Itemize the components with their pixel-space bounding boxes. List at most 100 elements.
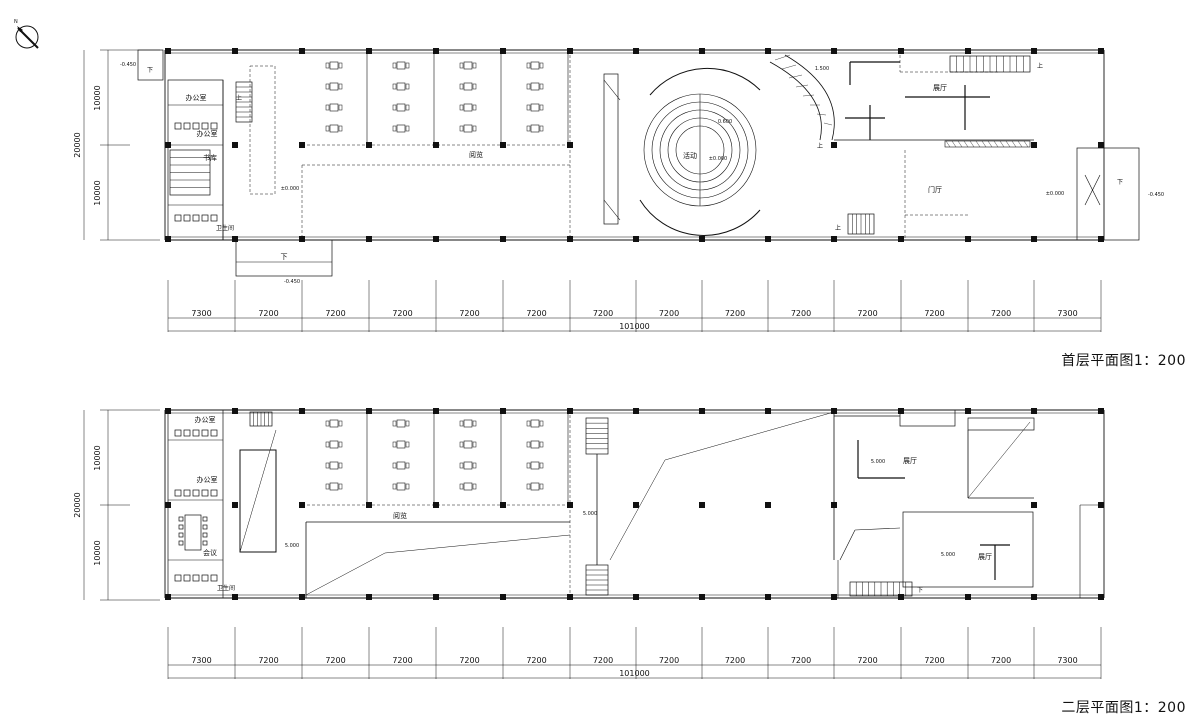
- reading-table: [459, 461, 477, 470]
- room-meeting: 会议: [203, 548, 217, 557]
- stair-exhibit-2: [849, 581, 913, 597]
- table-top: [530, 61, 540, 70]
- dim-span-label: 7200: [725, 309, 745, 318]
- chair: [472, 125, 477, 132]
- column: [898, 408, 904, 414]
- chair: [539, 483, 544, 490]
- label-down: 下: [1117, 179, 1123, 186]
- dim-span-label: 7300: [1057, 309, 1077, 318]
- room-toilet: 卫生间: [216, 224, 234, 232]
- reading-table: [526, 440, 544, 449]
- toilet-stall: [210, 574, 218, 582]
- dim-span-label: 7200: [392, 656, 412, 665]
- office-desk: [183, 122, 191, 130]
- column: [299, 48, 305, 54]
- stair-tread: [823, 122, 833, 126]
- office-desk: [192, 489, 200, 497]
- column: [1031, 142, 1037, 148]
- column: [500, 408, 506, 414]
- column: [898, 48, 904, 54]
- dim-span-label: 7200: [258, 656, 278, 665]
- reading-table: [459, 82, 477, 91]
- window-hatch-line: [993, 140, 999, 148]
- chair: [472, 83, 477, 90]
- column: [299, 594, 305, 600]
- column: [1098, 48, 1104, 54]
- stage-stair: [603, 73, 619, 225]
- chair: [338, 104, 343, 111]
- stair-tread: [802, 94, 815, 97]
- dim-span-label: 7200: [325, 656, 345, 665]
- reading-table: [459, 61, 477, 70]
- table-top: [530, 461, 540, 470]
- level-mark: 5.000: [583, 511, 597, 517]
- chair: [202, 532, 208, 538]
- curved-stair: [784, 54, 835, 141]
- stair-lobby: [847, 213, 875, 235]
- chair: [526, 104, 531, 111]
- window-hatch-line: [987, 140, 993, 148]
- wall-line: [603, 199, 621, 221]
- reading-table: [392, 419, 410, 428]
- office-desk: [174, 489, 182, 497]
- level-mark: ±0.000: [709, 156, 728, 162]
- table-top: [463, 461, 473, 470]
- reading-table: [325, 461, 343, 470]
- column: [699, 502, 705, 508]
- column: [433, 408, 439, 414]
- toilet-stall: [192, 574, 200, 582]
- chair: [459, 125, 464, 132]
- reading-table: [392, 61, 410, 70]
- exhibit-room-top: [899, 409, 956, 427]
- reading-table: [325, 82, 343, 91]
- column: [433, 142, 439, 148]
- window-hatch-line: [963, 140, 969, 148]
- chair: [472, 483, 477, 490]
- window-hatch-line: [969, 140, 975, 148]
- chair: [526, 125, 531, 132]
- chair: [539, 125, 544, 132]
- window-hatch-line: [951, 140, 957, 148]
- column: [500, 594, 506, 600]
- table-top: [396, 103, 406, 112]
- reading-table: [325, 61, 343, 70]
- column: [232, 594, 238, 600]
- entry-canopy-right: [1076, 147, 1140, 241]
- table-top: [329, 124, 339, 133]
- column: [1031, 408, 1037, 414]
- column: [898, 594, 904, 600]
- chair: [472, 441, 477, 448]
- chair: [539, 83, 544, 90]
- stair-tread: [816, 113, 827, 116]
- stair-void: [249, 65, 276, 195]
- table-top: [329, 82, 339, 91]
- stair-outline: [603, 73, 619, 225]
- chair: [405, 83, 410, 90]
- wall-line: [603, 79, 621, 101]
- dim-left-part: 10000: [93, 540, 102, 565]
- window-hatch-line: [1005, 140, 1011, 148]
- reading-table: [325, 440, 343, 449]
- chair: [405, 441, 410, 448]
- toilet-stall: [183, 574, 191, 582]
- table-top: [530, 124, 540, 133]
- chair: [539, 441, 544, 448]
- chair: [178, 532, 184, 538]
- office-desk: [201, 429, 209, 437]
- label-down: 下: [147, 67, 153, 74]
- entry-canopy-left: [137, 49, 164, 81]
- void-atrium: [239, 449, 277, 553]
- toilet-stall: [201, 574, 209, 582]
- column: [1098, 142, 1104, 148]
- room-activity: 活动: [683, 151, 697, 160]
- column: [500, 48, 506, 54]
- chair: [539, 462, 544, 469]
- column: [831, 142, 837, 148]
- column: [699, 408, 705, 414]
- reading-table: [325, 482, 343, 491]
- label-up: 上: [835, 224, 841, 232]
- room-reading: 阅览: [393, 511, 407, 520]
